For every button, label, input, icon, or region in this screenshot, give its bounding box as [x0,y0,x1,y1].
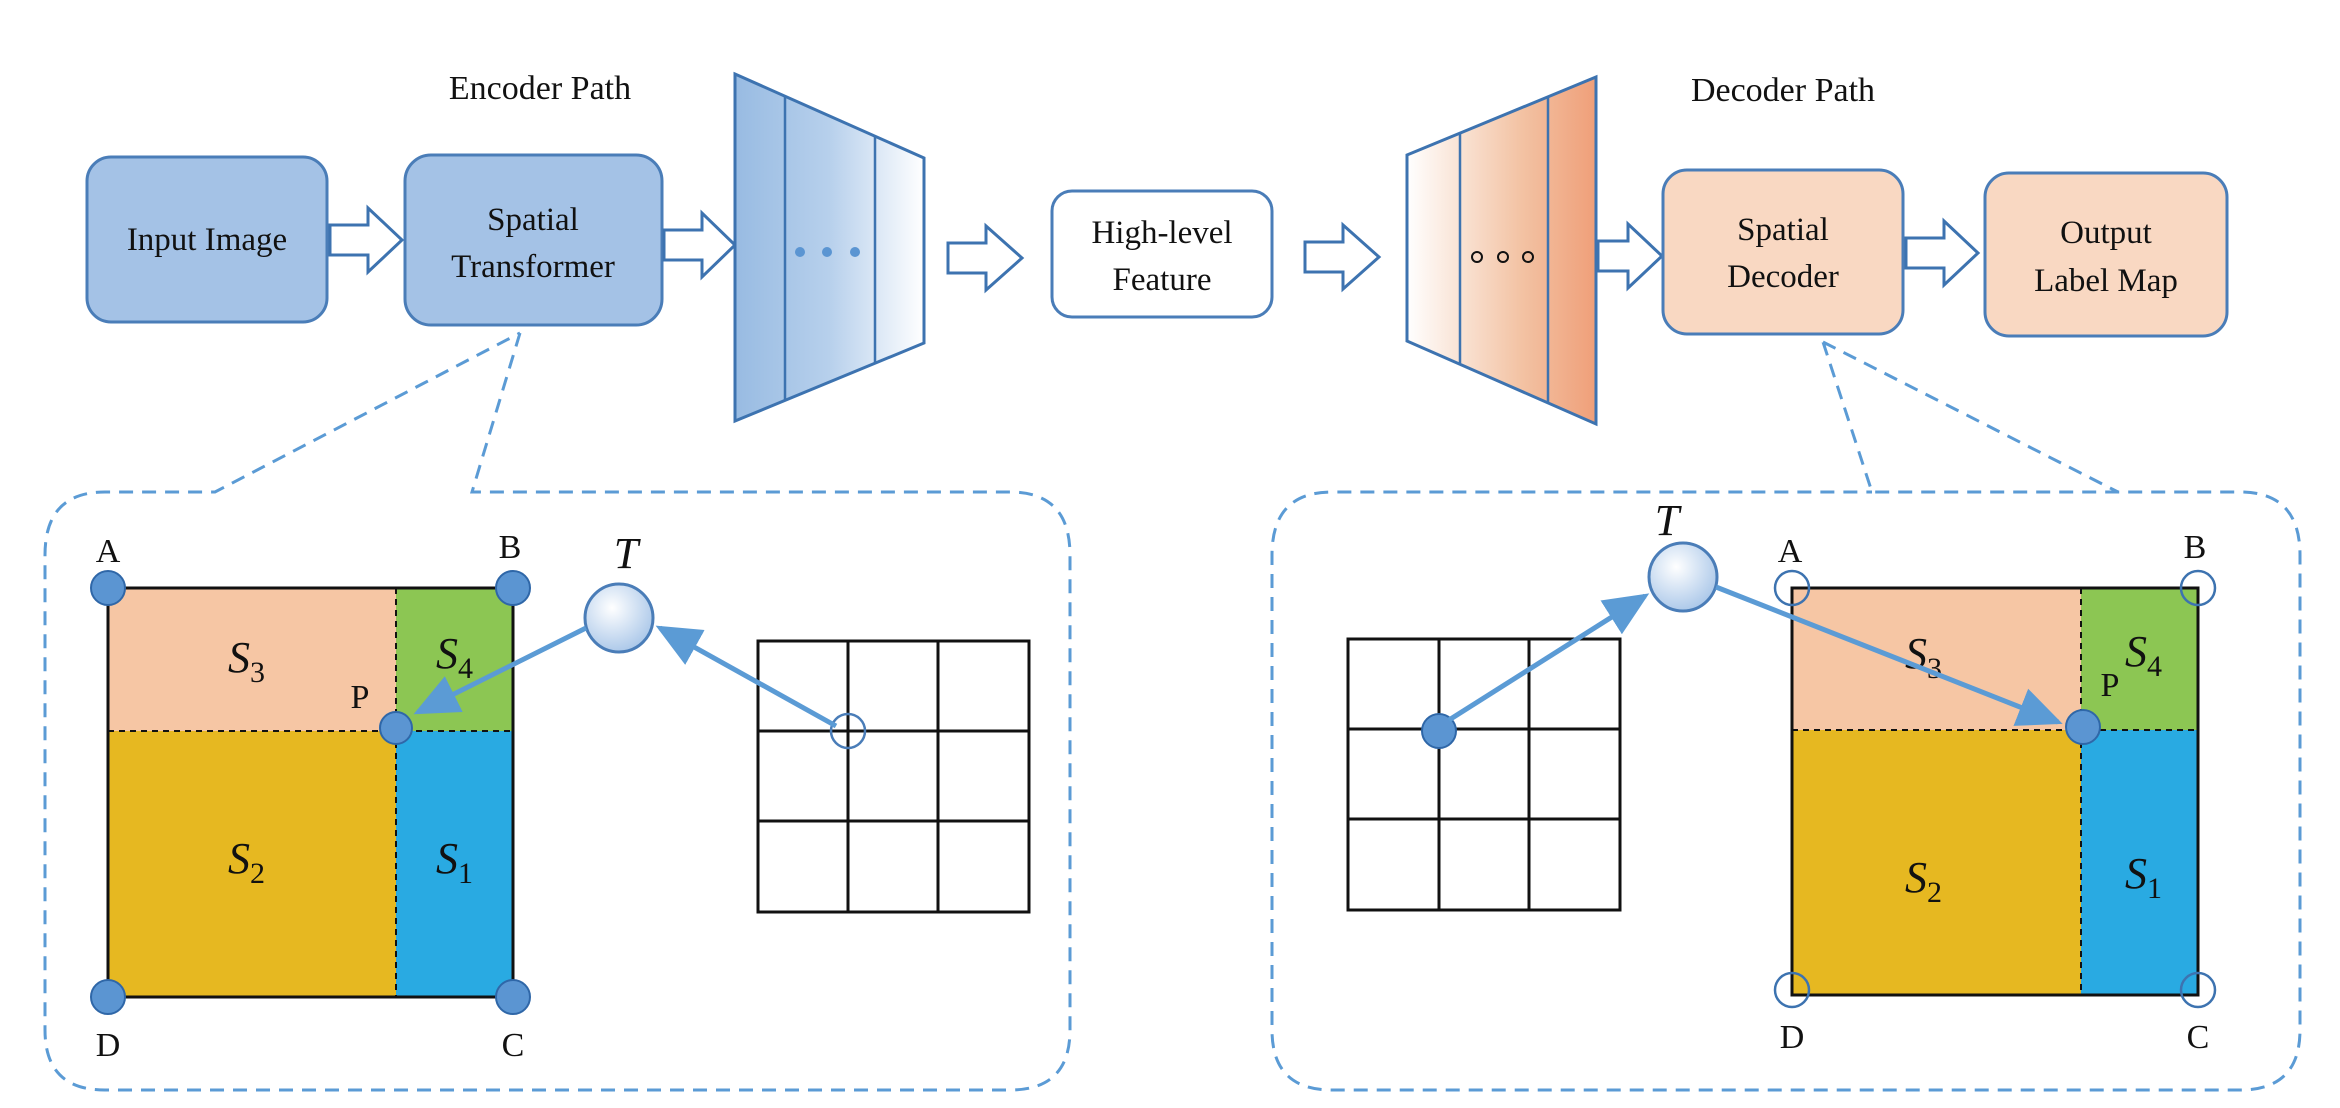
right-region-s1 [2081,730,2198,995]
right-arrow-t-to-p [1715,584,2063,726]
left-arrow-t-to-p [413,625,588,715]
decoder-layers [1405,74,1598,427]
left-corner-a-label: A [96,533,121,570]
left-point-p-label: P [351,679,370,716]
right-region-s2 [1792,730,2081,995]
left-callout-outline [43,331,1072,1092]
decoder-dot-3 [1522,251,1534,263]
left-sampling-grid [756,639,1031,914]
right-callout-outline [1270,340,2302,1092]
left-corner-d-point [90,979,126,1015]
right-bilinear-square: S3 S4 S2 S1 A B D C P [1773,529,2217,1056]
left-region-s2 [108,731,396,997]
flow-arrow-5 [1596,220,1665,292]
encoder-layers [733,71,926,424]
right-region-s4 [2081,588,2198,730]
right-transform-label: T [1655,496,1683,545]
right-corner-a-label: A [1778,533,1803,570]
right-point-p-label: P [2101,667,2120,704]
left-corner-c-point [495,979,531,1015]
decoder-dot-1 [1471,251,1483,263]
left-corner-b-point [495,570,531,606]
flow-arrow-6 [1904,217,1981,289]
right-label-s1: S1 [2125,849,2162,905]
right-corner-b-label: B [2184,529,2207,566]
input-image-label: Input Image [127,222,287,258]
right-transform-node [1647,541,1719,613]
right-label-s2: S2 [1905,853,1942,909]
right-corner-b-point [2179,569,2217,607]
left-corner-b-label: B [499,529,522,566]
left-transform-node [583,582,655,654]
left-grid-source-point [829,712,867,750]
right-label-s4: S4 [2125,627,2162,683]
encoder-dot-3 [850,247,860,257]
right-corner-c-point [2179,971,2217,1009]
spatial-decoder-label-1: Spatial [1737,212,1829,248]
output-label-map-box: Output Label Map [1983,171,2229,338]
feature-label-2: Feature [1113,262,1212,298]
flow-arrow-1 [328,204,405,276]
spatial-decoder-label-2: Decoder [1727,259,1839,295]
right-corner-c-label: C [2187,1019,2210,1056]
left-arrow-grid-to-t [655,625,838,729]
spatial-transformer-label-2: Transformer [451,249,615,285]
spatial-transformer-label-1: Spatial [487,202,579,238]
decoder-path-title: Decoder Path [1691,72,1875,109]
left-point-p [379,711,413,745]
encoder-path-title: Encoder Path [449,70,631,107]
left-region-s1 [396,731,513,997]
high-level-feature-box: High-level Feature [1050,189,1274,319]
spatial-decoder-box: Spatial Decoder [1661,168,1905,336]
flow-arrow-3 [946,222,1025,294]
left-label-s3: S3 [228,633,265,689]
input-image-box: Input Image [85,155,329,324]
left-transform-label: T [614,529,642,578]
right-sampling-grid [1346,637,1622,912]
left-label-s2: S2 [228,834,265,890]
right-point-p [2065,709,2101,745]
output-label-2: Label Map [2034,263,2178,299]
right-grid-source-point [1421,713,1457,749]
flow-arrow-4 [1303,221,1382,293]
left-corner-a-point [90,570,126,606]
right-arrow-grid-to-t [1447,593,1650,723]
left-bilinear-square: S3 S4 S2 S1 A B D C P [90,529,531,1064]
right-corner-a-point [1773,569,1811,607]
left-corner-d-label: D [96,1027,121,1064]
encoder-dot-1 [795,247,805,257]
flow-arrow-2 [662,209,738,281]
spatial-transformer-box: Spatial Transformer [403,153,664,327]
encoder-dot-2 [822,247,832,257]
left-label-s1: S1 [436,834,473,890]
decoder-dot-2 [1497,251,1509,263]
feature-label-1: High-level [1091,215,1232,251]
left-corner-c-label: C [502,1027,525,1064]
right-corner-d-label: D [1780,1019,1805,1056]
right-corner-d-point [1773,971,1811,1009]
output-label-1: Output [2060,215,2152,251]
left-region-s3 [108,588,396,731]
